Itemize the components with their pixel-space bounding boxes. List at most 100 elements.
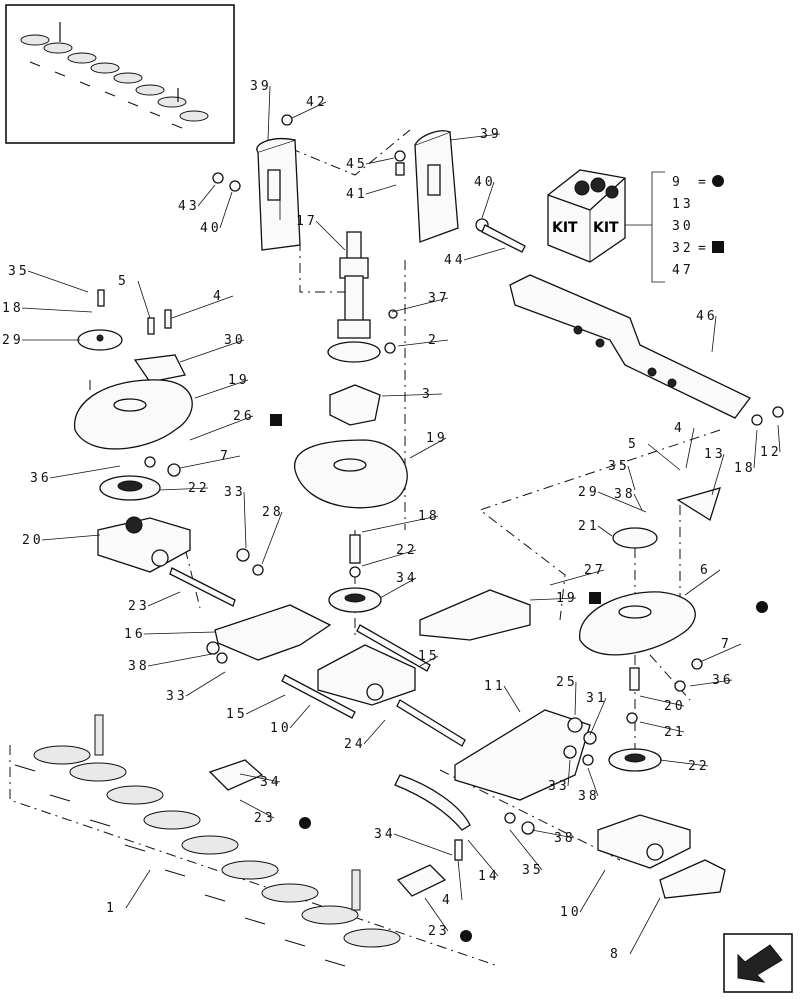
thumbnail-inset (5, 4, 235, 144)
leader-line (365, 157, 395, 165)
shield-3 (329, 384, 381, 426)
center-gear-assembly (294, 439, 416, 706)
leader-line (361, 549, 417, 567)
kit-item-equals: = (698, 175, 709, 190)
part-callout: 36 (30, 471, 52, 486)
leader-line (143, 631, 216, 635)
leader-line (685, 427, 695, 469)
part-callout: 23 (128, 599, 150, 614)
leader-line (684, 569, 721, 596)
part-callout: 14 (478, 869, 500, 884)
kit-item-number: 30 (672, 219, 694, 234)
part-callout: 33 (224, 485, 246, 500)
leader-line (503, 685, 521, 713)
part-callout: 28 (262, 505, 284, 520)
leader-line (753, 429, 758, 469)
part-callout: 21 (664, 725, 686, 740)
leader-line (239, 773, 281, 783)
leader-line (361, 515, 439, 533)
part-callout: 33 (166, 689, 188, 704)
leader-line (245, 694, 286, 715)
part-callout: 29 (578, 485, 600, 500)
leader-line (629, 897, 661, 955)
part-callout: 38 (554, 831, 576, 846)
leader-line (567, 759, 571, 787)
kit-item-number: 32 (672, 241, 694, 256)
corner-arrow-icon (723, 933, 793, 993)
part-callout: 35 (608, 459, 630, 474)
part-callout: 20 (664, 699, 686, 714)
circle-marker-icon (299, 817, 311, 829)
leader-line (41, 534, 101, 541)
leader-line (363, 719, 386, 745)
leader-line (424, 897, 449, 932)
kit-circle-marker-icon (712, 175, 724, 187)
part-callout: 27 (584, 563, 606, 578)
part-callout: 18 (2, 301, 24, 316)
leader-line (549, 569, 605, 586)
leader-line (463, 247, 506, 261)
part-callout: 8 (610, 947, 621, 962)
leader-line (243, 491, 247, 549)
leader-line (137, 280, 151, 319)
leader-line (27, 270, 89, 293)
part-callout: 25 (556, 675, 578, 690)
leader-line (633, 493, 643, 511)
leader-line (419, 655, 439, 667)
part-callout: 46 (696, 309, 718, 324)
part-callout: 10 (270, 721, 292, 736)
part-callout: 11 (484, 679, 506, 694)
part-callout: 34 (396, 571, 418, 586)
part-callout: 44 (444, 253, 466, 268)
square-marker-icon (270, 414, 282, 426)
kit-item-number: 9 (672, 175, 683, 190)
leader-line (574, 681, 577, 716)
leader-line (481, 181, 495, 219)
bracket-39-right (414, 130, 459, 243)
part-callout: 39 (480, 127, 502, 142)
part-callout: 29 (2, 333, 24, 348)
leader-line (391, 297, 449, 313)
leader-line (589, 697, 607, 736)
square-marker-icon (589, 592, 601, 604)
tube-46 (509, 274, 751, 419)
guard-23-left (208, 759, 264, 791)
part-callout: 45 (346, 157, 368, 172)
part-callout: 5 (628, 437, 639, 452)
kit-item-number: 47 (672, 263, 694, 278)
part-callout: 3 (422, 387, 433, 402)
part-callout: 7 (220, 449, 231, 464)
part-callout: 23 (254, 811, 276, 826)
guard-23-lower (396, 864, 447, 897)
part-callout: 40 (200, 221, 222, 236)
leader-line (179, 455, 241, 469)
cutterbar-1 (33, 714, 401, 948)
leader-line (659, 759, 709, 767)
kit-box: KIT KIT (547, 169, 665, 283)
part-callout: 17 (296, 214, 318, 229)
circle-marker-icon (756, 601, 768, 613)
leader-line (597, 525, 613, 537)
part-callout: 38 (578, 789, 600, 804)
part-callout: 41 (346, 187, 368, 202)
part-callout: 4 (674, 421, 685, 436)
leader-line (379, 577, 417, 599)
leader-line (219, 191, 233, 229)
bracket-11 (454, 709, 591, 801)
part-callout: 33 (548, 779, 570, 794)
part-callout: 35 (8, 264, 30, 279)
part-callout: 4 (213, 289, 224, 304)
leader-line (194, 379, 249, 399)
part-callout: 18 (418, 509, 440, 524)
part-callout: 5 (118, 274, 129, 289)
leader-line (531, 829, 575, 839)
leader-line (365, 184, 397, 195)
part-callout: 23 (428, 924, 450, 939)
part-callout: 26 (233, 409, 255, 424)
kit-label-left: KIT (552, 220, 578, 236)
part-callout: 15 (418, 649, 440, 664)
part-callout: 1 (106, 901, 117, 916)
